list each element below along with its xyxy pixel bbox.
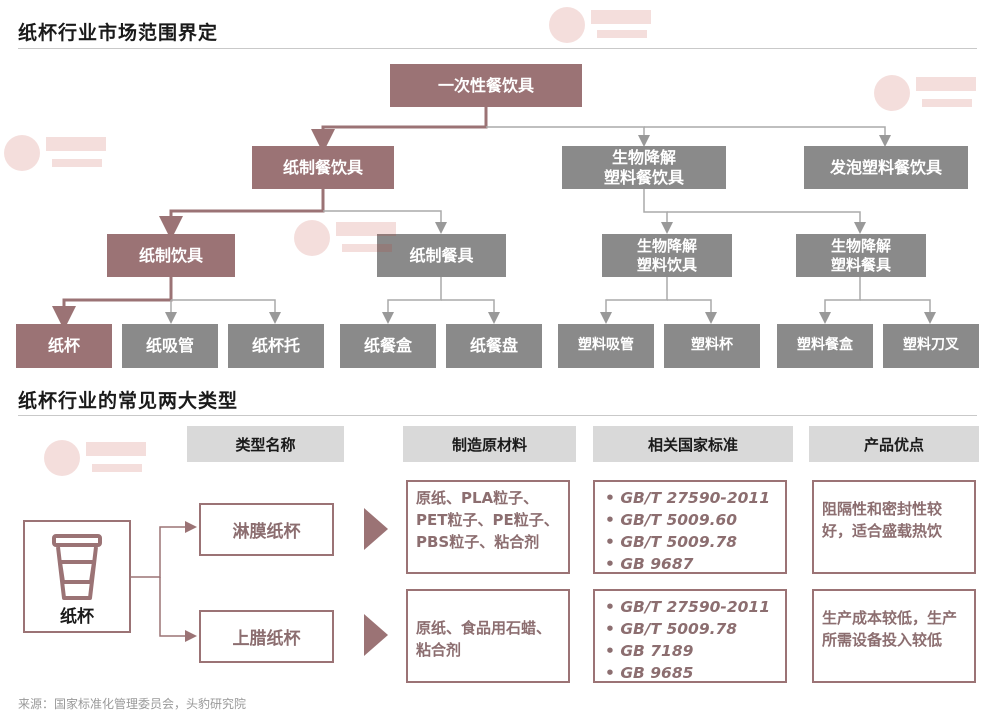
standard-item: GB/T 27590-2011 bbox=[605, 596, 777, 618]
node-paper-tableware: 纸制餐饮具 bbox=[252, 146, 394, 189]
node-bio-plastic-tableware: 生物降解 塑料餐饮具 bbox=[562, 146, 726, 189]
arrow-right-icon bbox=[364, 614, 388, 656]
leaf-paper-cup: 纸杯 bbox=[16, 324, 112, 368]
standard-item: GB 9687 bbox=[605, 553, 777, 575]
page-title: 纸杯行业市场范围界定 bbox=[18, 22, 219, 44]
node-bio-plastic-drinkware: 生物降解 塑料饮具 bbox=[602, 234, 732, 277]
source-note: 来源：国家标准化管理委员会，头豹研究院 bbox=[18, 697, 247, 711]
materials-waxed: 原纸、食品用石蜡、粘合剂 bbox=[406, 589, 570, 683]
leaf-plastic-cup: 塑料杯 bbox=[664, 324, 760, 368]
product-label: 纸杯 bbox=[60, 607, 94, 627]
arrow-right-icon bbox=[364, 508, 388, 550]
leaf-paper-plate: 纸餐盘 bbox=[446, 324, 542, 368]
header-type-name: 类型名称 bbox=[187, 426, 344, 462]
standard-item: GB/T 5009.78 bbox=[605, 618, 777, 640]
standards-waxed: GB/T 27590-2011 GB/T 5009.78 GB 7189 GB … bbox=[593, 589, 787, 683]
standard-item: GB/T 27590-2011 bbox=[605, 487, 777, 509]
materials-coated: 原纸、PLA粒子、PET粒子、PE粒子、PBS粒子、粘合剂 bbox=[406, 480, 570, 574]
leaf-plastic-cutlery: 塑料刀叉 bbox=[883, 324, 979, 368]
standard-item: GB/T 5009.78 bbox=[605, 531, 777, 553]
standards-coated: GB/T 27590-2011 GB/T 5009.60 GB/T 5009.7… bbox=[593, 480, 787, 574]
header-advantages: 产品优点 bbox=[809, 426, 979, 462]
leaf-plastic-straw: 塑料吸管 bbox=[558, 324, 654, 368]
node-disposable-tableware: 一次性餐饮具 bbox=[390, 64, 582, 107]
node-bio-plastic-dishware: 生物降解 塑料餐具 bbox=[796, 234, 926, 277]
section-divider bbox=[18, 415, 977, 416]
header-materials: 制造原材料 bbox=[403, 426, 576, 462]
paper-cup-icon bbox=[52, 534, 102, 600]
product-paper-cup: 纸杯 bbox=[23, 520, 131, 633]
advantages-waxed: 生产成本较低，生产所需设备投入较低 bbox=[812, 589, 976, 683]
leaf-paper-cup-holder: 纸杯托 bbox=[228, 324, 324, 368]
header-standards: 相关国家标准 bbox=[593, 426, 793, 462]
standard-item: GB 7189 bbox=[605, 640, 777, 662]
leaf-paper-box: 纸餐盒 bbox=[340, 324, 436, 368]
type-waxed-paper-cup: 上腊纸杯 bbox=[199, 610, 334, 663]
node-foam-plastic-tableware: 发泡塑料餐饮具 bbox=[804, 146, 968, 189]
section-title-types: 纸杯行业的常见两大类型 bbox=[18, 390, 239, 412]
advantages-coated: 阻隔性和密封性较好，适合盛载热饮 bbox=[812, 480, 976, 574]
standard-item: GB/T 5009.60 bbox=[605, 509, 777, 531]
type-coated-paper-cup: 淋膜纸杯 bbox=[199, 503, 334, 556]
node-paper-drinkware: 纸制饮具 bbox=[107, 234, 235, 277]
leaf-plastic-box: 塑料餐盒 bbox=[777, 324, 873, 368]
node-paper-dishware: 纸制餐具 bbox=[377, 234, 506, 277]
standard-item: GB 9685 bbox=[605, 662, 777, 684]
leaf-paper-straw: 纸吸管 bbox=[122, 324, 218, 368]
tree-connectors bbox=[52, 107, 936, 330]
title-divider bbox=[18, 48, 977, 49]
